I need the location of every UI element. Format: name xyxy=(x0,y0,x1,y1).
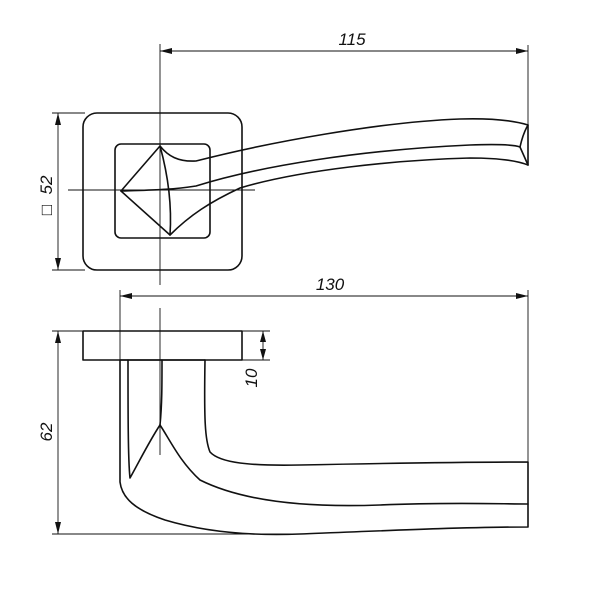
dim-52-square-symbol: □ xyxy=(37,205,56,215)
handle-body-inner-curve xyxy=(159,424,529,507)
rose-outer-square xyxy=(82,112,243,271)
dim-62-arrow-top xyxy=(55,331,61,343)
dim-52-text: 52 xyxy=(37,175,56,194)
handle-lever-ridge xyxy=(159,145,172,236)
handle-body-side xyxy=(119,359,529,536)
dim-62-arrow-bottom xyxy=(55,522,61,534)
dim-115-arrow-right xyxy=(516,48,528,54)
dim-10-arrow-bottom xyxy=(260,349,266,360)
dim-130-arrow-right xyxy=(516,293,528,299)
dim-10-text: 10 xyxy=(242,368,261,387)
dim-62-text: 62 xyxy=(37,422,56,441)
rose-inner-square xyxy=(114,143,211,239)
dim-115-text: 115 xyxy=(338,30,366,49)
dim-52-arrow-bottom xyxy=(55,258,61,270)
side-view: 130 62 10 xyxy=(37,275,529,536)
handle-lever-top xyxy=(120,118,529,236)
dim-115-arrow-left xyxy=(160,48,172,54)
handle-lever-tip xyxy=(519,124,529,148)
top-view: 115 □ 52 xyxy=(37,30,529,285)
handle-body-inner-line-left xyxy=(127,359,161,479)
handle-body-inner-line-right xyxy=(159,359,163,426)
dim-130-arrow-left xyxy=(120,293,132,299)
dim-130-text: 130 xyxy=(316,275,345,294)
dim-52-arrow-top xyxy=(55,113,61,125)
handle-lever-inner-line xyxy=(120,143,529,192)
rose-plate-side xyxy=(82,330,243,361)
dim-10-arrow-top xyxy=(260,331,266,342)
